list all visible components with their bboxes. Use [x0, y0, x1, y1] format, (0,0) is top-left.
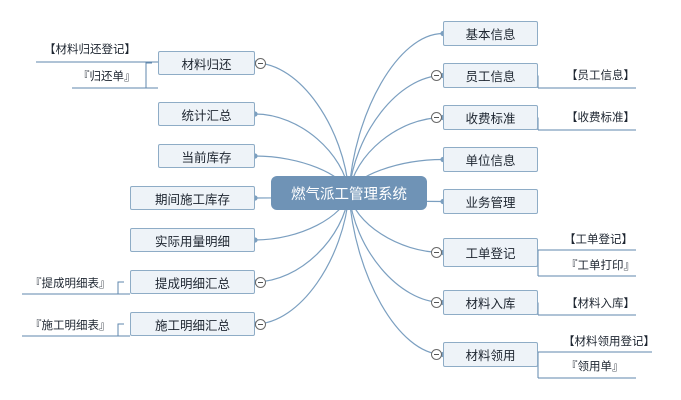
- right-branch-connector: [348, 74, 444, 194]
- left-branch-node[interactable]: 期间施工库存: [130, 186, 255, 210]
- left-branch-node[interactable]: 材料归还: [158, 51, 255, 75]
- left-branch-node[interactable]: 提成明细汇总: [130, 270, 255, 294]
- right-leaf-item[interactable]: 【工单登记】: [564, 232, 633, 246]
- right-branch-node[interactable]: 业务管理: [443, 189, 538, 214]
- right-branch-node[interactable]: 收费标准: [443, 105, 538, 130]
- right-branch-node[interactable]: 材料入库: [443, 290, 538, 315]
- left-leaf-connector: [117, 281, 130, 295]
- collapse-toggle-icon[interactable]: [255, 318, 266, 330]
- root-node[interactable]: 燃气派工管理系统: [271, 176, 427, 210]
- left-branch-node[interactable]: 统计汇总: [158, 102, 255, 126]
- right-leaf-item[interactable]: 【收费标准】: [566, 110, 635, 124]
- right-branch-node[interactable]: 员工信息: [443, 63, 538, 88]
- collapse-toggle-icon[interactable]: [431, 112, 442, 123]
- left-branch-node[interactable]: 实际用量明细: [130, 228, 255, 252]
- right-branch-connector: [348, 192, 444, 304]
- collapse-toggle-icon[interactable]: [255, 276, 266, 288]
- collapse-toggle-icon[interactable]: [255, 57, 266, 69]
- right-branch-node[interactable]: 基本信息: [443, 21, 538, 46]
- right-leaf-item[interactable]: 【员工信息】: [566, 68, 635, 82]
- left-leaf-item[interactable]: 【材料归还登记】: [44, 42, 136, 56]
- collapse-toggle-icon[interactable]: [431, 247, 442, 258]
- left-leaf-connector: [117, 323, 130, 337]
- collapse-toggle-icon[interactable]: [431, 297, 442, 308]
- collapse-toggle-icon[interactable]: [431, 70, 442, 81]
- collapse-toggle-icon[interactable]: [431, 349, 442, 360]
- left-leaf-item[interactable]: 『归还单』: [78, 69, 136, 83]
- left-branch-node[interactable]: 当前库存: [158, 144, 255, 168]
- left-leaf-item[interactable]: 『提成明细表』: [30, 276, 111, 290]
- right-branch-connector: [348, 32, 444, 194]
- right-branch-connector: [348, 192, 444, 356]
- left-branch-connector: [254, 192, 350, 325]
- right-branch-node[interactable]: 材料领用: [443, 342, 538, 367]
- right-branch-node[interactable]: 工单登记: [443, 238, 538, 267]
- left-branch-node[interactable]: 施工明细汇总: [130, 312, 255, 336]
- right-branch-node[interactable]: 单位信息: [443, 147, 538, 172]
- right-leaf-item[interactable]: 【材料入库】: [566, 296, 635, 310]
- left-branch-connector: [254, 62, 350, 194]
- left-leaf-item[interactable]: 『施工明细表』: [30, 318, 111, 332]
- right-leaf-item[interactable]: 【材料领用登记】: [563, 334, 655, 348]
- right-leaf-item[interactable]: 『领用单』: [566, 359, 624, 373]
- right-leaf-item[interactable]: 『工单打印』: [566, 258, 635, 272]
- left-leaf-connector: [145, 62, 158, 89]
